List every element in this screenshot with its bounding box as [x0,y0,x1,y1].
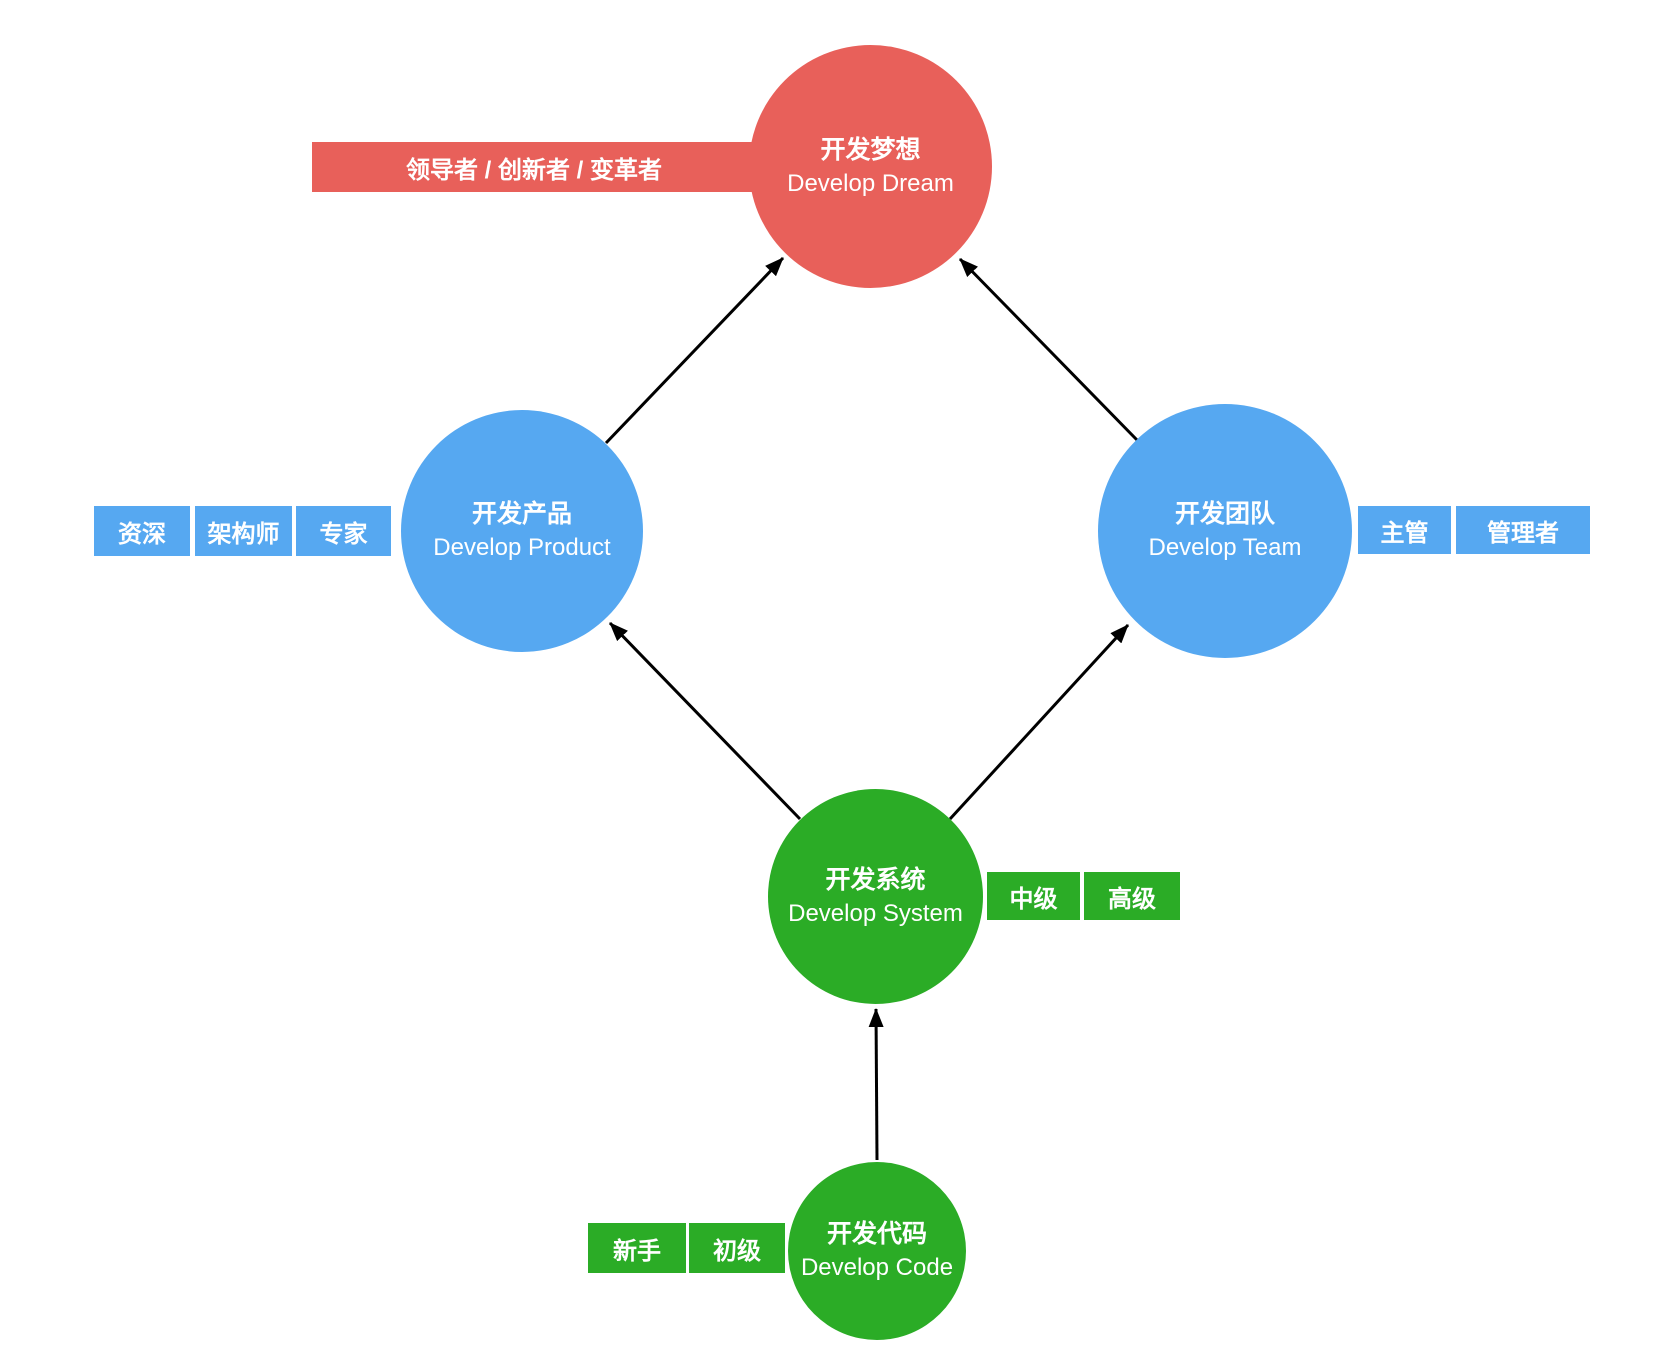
tag-product-senior: 资深 [94,506,190,556]
tag-team-supervisor: 主管 [1358,506,1451,554]
tag-code-novice: 新手 [588,1223,686,1273]
tag-code-junior: 初级 [689,1223,785,1273]
tag-team-manager: 管理者 [1456,506,1590,554]
node-develop-dream-label-zh: 开发梦想 [820,135,921,164]
node-develop-code-label-zh: 开发代码 [826,1220,927,1248]
node-develop-product-label-en: Develop Product [433,534,611,561]
tag-dream-roles: 领导者 / 创新者 / 变革者 [312,142,756,192]
node-develop-system: 开发系统 Develop System [768,789,983,1004]
node-develop-code-label-en: Develop Code [800,1254,954,1281]
node-develop-team: 开发团队 Develop Team [1098,404,1352,658]
node-develop-code: 开发代码 Develop Code [788,1162,966,1340]
node-develop-product: 开发产品 Develop Product [401,410,643,652]
tag-system-intermediate: 中级 [987,872,1080,920]
node-develop-system-label-zh: 开发系统 [825,865,926,894]
node-develop-dream-label-en: Develop Dream [787,169,954,197]
arrow-product-to-dream [604,256,785,445]
tag-product-expert: 专家 [296,506,391,556]
node-develop-dream: 开发梦想 Develop Dream [749,45,992,288]
arrow-team-to-dream [958,257,1139,442]
node-develop-system-label-en: Develop System [788,899,963,927]
arrow-system-to-product [608,621,802,821]
arrow-system-to-team [948,623,1130,821]
arrow-code-to-system [868,1008,884,1161]
tag-product-architect: 架构师 [195,506,292,556]
node-develop-product-label-zh: 开发产品 [471,500,572,528]
tag-system-advanced: 高级 [1084,872,1180,920]
node-develop-team-label-en: Develop Team [1148,534,1302,561]
node-develop-team-label-zh: 开发团队 [1174,500,1275,528]
